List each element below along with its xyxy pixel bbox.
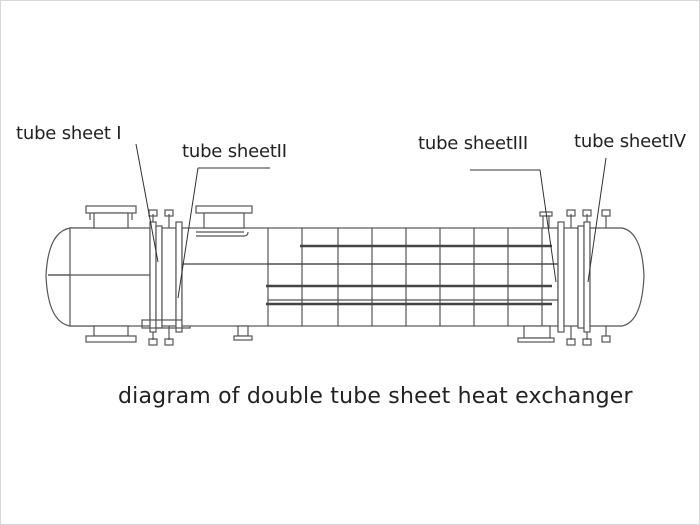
left-bottom-nozzle (85, 325, 137, 343)
tie-rods (266, 244, 552, 306)
tube-sheet-2-flange (141, 209, 191, 346)
tube-sheet-3-flange (557, 209, 579, 346)
shell-top-nozzle (195, 205, 253, 229)
right-head-nozzles (601, 209, 611, 343)
left-head (45, 227, 130, 327)
shell (181, 227, 559, 327)
diagram-caption: diagram of double tube sheet heat exchan… (118, 384, 633, 409)
left-top-nozzle (85, 205, 137, 229)
tube-sheet-3-label: tube sheetIII (418, 133, 529, 154)
left-channel (69, 227, 151, 327)
tube-sheet-2-label: tube sheetII (182, 141, 287, 162)
tube-sheet-4-label: tube sheetIV (574, 131, 686, 152)
right-head (590, 227, 645, 327)
tube-sheet-1-label: tube sheet I (16, 123, 122, 144)
tube-sheet-1-flange (148, 209, 163, 346)
inlet-pipe (196, 231, 249, 237)
drain-nozzle (233, 325, 253, 341)
leader-lines (135, 143, 607, 299)
shell-bottom-nozzle (517, 325, 555, 343)
